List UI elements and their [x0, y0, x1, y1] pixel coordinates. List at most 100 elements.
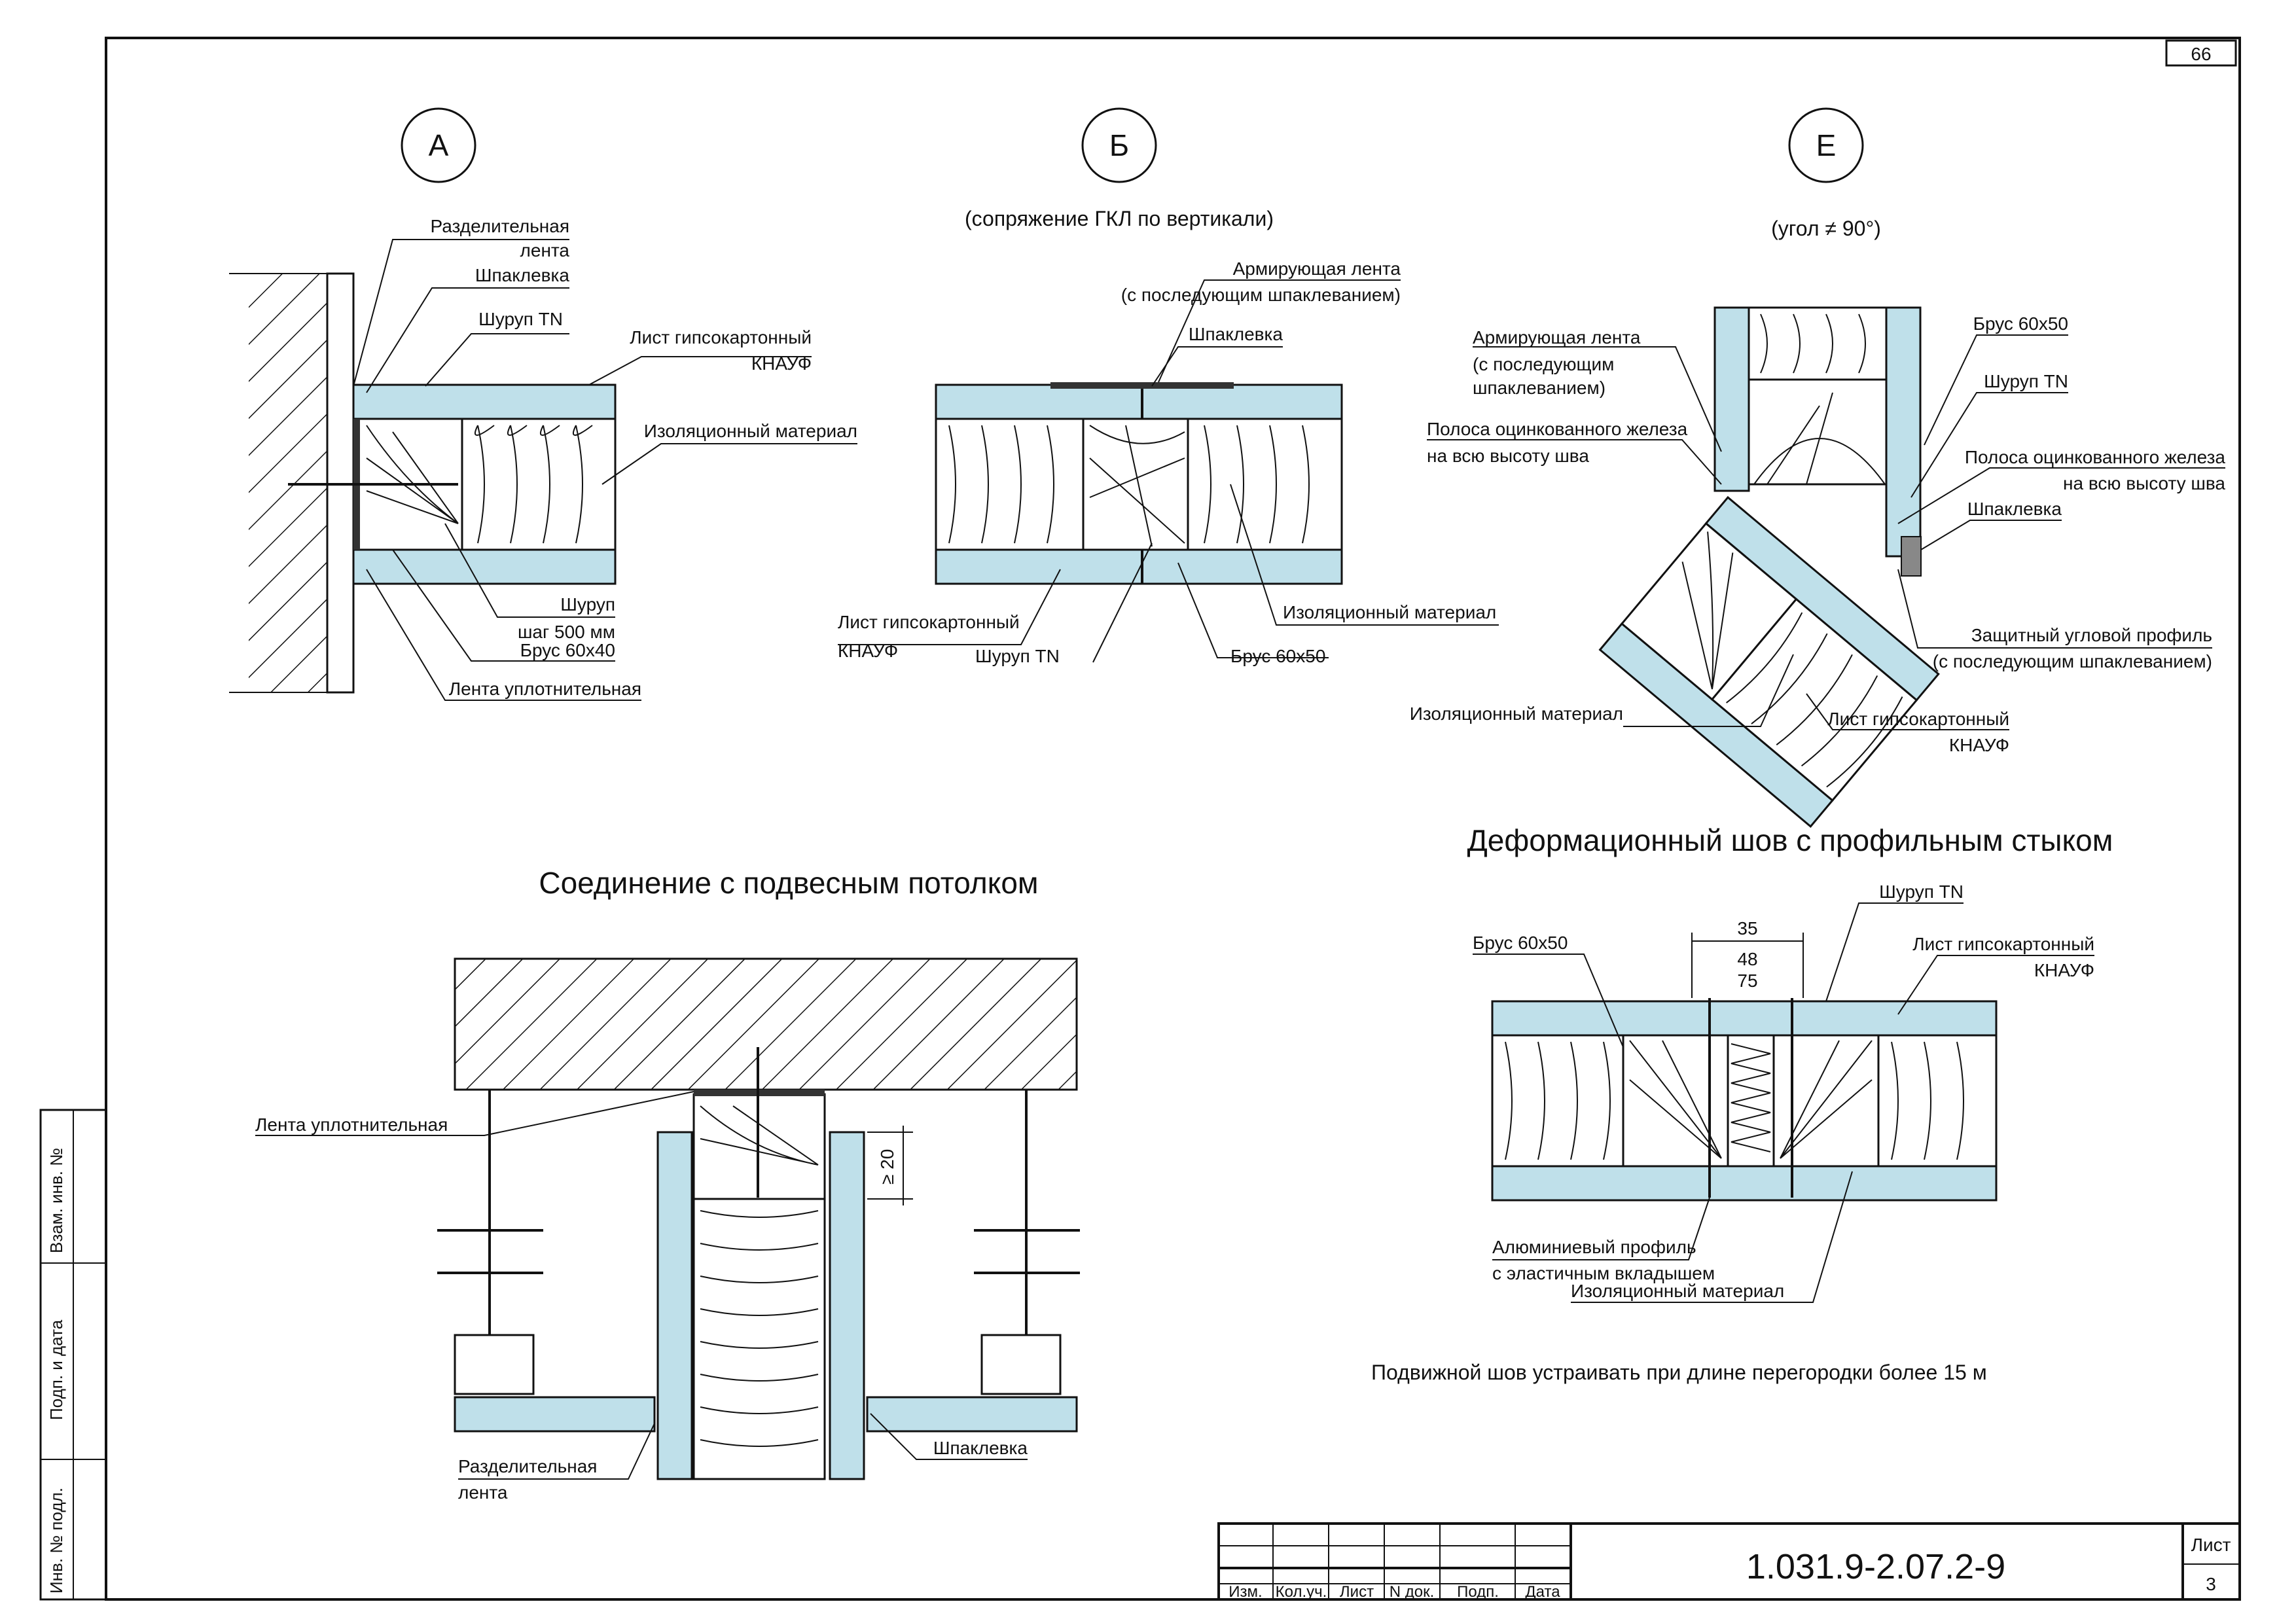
detail-b: Б (сопряжение ГКЛ по вертикали) Армирующ…	[838, 107, 1499, 666]
gkl-bottom	[352, 548, 617, 585]
exp-label-gkl-1: Лист гипсокартонный	[1912, 934, 2094, 954]
b-label-reinforcing-tape-2: (с последующим шпаклеванием)	[1121, 285, 1401, 305]
e-label-insulation: Изоляционный материал	[1410, 704, 1623, 724]
insulation-b-left	[935, 418, 1085, 551]
a-label-seal-tape: Лента уплотнительная	[449, 679, 641, 699]
partition-gkl-left	[656, 1131, 693, 1480]
a-label-gkl-1: Лист гипсокартонный	[630, 327, 812, 348]
ceiling-label-separating-tape-1: Разделительная	[458, 1456, 597, 1476]
a-label-putty: Шпаклевка	[475, 265, 570, 285]
top-sheet-box	[2165, 39, 2237, 67]
tb-col-change: Изм.	[1229, 1583, 1262, 1601]
detail-a-letter: А	[429, 128, 449, 162]
b-label-gkl-2: КНАУФ	[838, 641, 898, 661]
e-label-putty: Шпаклевка	[1967, 499, 2062, 519]
detail-expansion: Деформационный шов с профильным стыком 3…	[1371, 823, 2113, 1384]
gkl-top-b	[935, 383, 1343, 420]
b-label-beam: Брус 60х50	[1230, 646, 1325, 666]
exp-dimension-75: 75	[1737, 971, 1757, 991]
exp-label-insulation: Изоляционный материал	[1571, 1281, 1784, 1301]
detail-e-subtitle: (угол ≠ 90°)	[1771, 217, 1881, 240]
ceiling-label-separating-tape-2: лента	[458, 1482, 508, 1503]
e-label-beam: Брус 60х50	[1973, 313, 2068, 334]
exp-label-gkl-2: КНАУФ	[2034, 960, 2094, 980]
e-label-reinforcing-tape-2: (с последующим	[1473, 354, 1614, 374]
title-block: Изм. Кол.уч. Лист N док. Подп. Дата 1.03…	[1217, 1522, 2241, 1601]
insulation-b-right	[1187, 418, 1343, 551]
e-label-screw-tn: Шуруп TN	[1984, 371, 2068, 391]
exp-dimension-48: 48	[1737, 949, 1757, 969]
detail-e-letter: Е	[1816, 128, 1837, 162]
side-stamp: Взам. инв. № Подп. и дата Инв. № подл.	[39, 1109, 107, 1601]
e-label-reinforcing-tape-3: шпаклеванием)	[1473, 378, 1605, 398]
partition-gkl-right	[829, 1131, 865, 1480]
a-label-screw-1: Шуруп	[560, 594, 615, 615]
tb-col-sign: Подп.	[1457, 1583, 1499, 1601]
e-label-steel-strip-left-1: Полоса оцинкованного железа	[1427, 419, 1688, 439]
e-label-gkl-2: КНАУФ	[1949, 735, 2009, 755]
expansion-title: Деформационный шов с профильным стыком	[1467, 823, 2113, 857]
ceiling-label-putty: Шпаклевка	[933, 1438, 1028, 1458]
b-label-gkl-1: Лист гипсокартонный	[838, 612, 1020, 632]
partition-insulation	[692, 1198, 826, 1480]
b-label-screw-tn: Шуруп TN	[975, 646, 1060, 666]
tb-sheet-value: 3	[2206, 1574, 2216, 1594]
tb-col-count: Кол.уч.	[1276, 1583, 1327, 1601]
tb-doc-code: 1.031.9-2.07.2-9	[1746, 1547, 2005, 1586]
exp-label-profile-1: Алюминиевый профиль	[1492, 1237, 1696, 1257]
detail-ceiling: Соединение с подвесным потолком ≥ 20	[255, 866, 1080, 1503]
e-corner-profile	[1901, 536, 1922, 577]
ceiling-profile-right	[980, 1334, 1062, 1395]
ceiling-gkl-left	[454, 1396, 656, 1433]
a-label-separating-tape-2: лента	[520, 240, 570, 260]
e-label-reinforcing-tape-1: Армирующая лента	[1473, 327, 1641, 348]
ceiling-slab	[454, 957, 1078, 1091]
exp-label-screw-tn: Шуруп TN	[1879, 882, 1964, 902]
a-label-screw-tn: Шуруп TN	[478, 309, 563, 329]
ceiling-profile-left	[454, 1334, 535, 1395]
ceiling-label-seal-tape: Лента уплотнительная	[255, 1115, 448, 1135]
reinforcing-tape-b	[1050, 382, 1234, 389]
detail-a-marker	[401, 107, 476, 183]
ceiling-gkl-right	[866, 1396, 1078, 1433]
exp-label-profile-2: с эластичным вкладышем	[1492, 1263, 1715, 1283]
a-label-screw-2: шаг 500 мм	[518, 622, 615, 642]
exp-label-beam: Брус 60х50	[1473, 933, 1568, 953]
e-gkl-right-vert	[1885, 306, 1922, 558]
e-gkl-left-vert	[1713, 306, 1750, 492]
detail-b-marker	[1081, 107, 1157, 183]
tb-col-doc: N док.	[1390, 1583, 1435, 1601]
insulation-a	[461, 418, 617, 551]
tb-sheet-label: Лист	[2191, 1535, 2231, 1555]
e-label-corner-profile-1: Защитный угловой профиль	[1971, 625, 2212, 645]
e-beam-top	[1748, 378, 1888, 486]
a-label-insulation: Изоляционный материал	[644, 421, 857, 441]
gkl-bottom-b	[935, 548, 1343, 585]
ceiling-title: Соединение с подвесным потолком	[539, 866, 1038, 900]
gkl-top	[352, 383, 617, 420]
exp-gkl-bottom	[1491, 1165, 1998, 1202]
e-label-steel-strip-right-1: Полоса оцинкованного железа	[1965, 447, 2226, 467]
side-stamp-replace: Взам. инв. №	[46, 1148, 66, 1253]
b-label-putty: Шпаклевка	[1189, 324, 1283, 344]
a-label-gkl-2: КНАУФ	[751, 353, 812, 374]
e-label-corner-profile-2: (с последующим шпаклеванием)	[1933, 651, 2212, 671]
exp-elastic-insert	[1727, 1034, 1775, 1168]
e-label-gkl-1: Лист гипсокартонный	[1827, 709, 2009, 729]
side-stamp-original: Инв. № подл.	[46, 1488, 66, 1594]
top-sheet-number: 66	[2191, 44, 2211, 64]
exp-note: Подвижной шов устраивать при длине перег…	[1371, 1361, 1987, 1384]
b-label-insulation: Изоляционный материал	[1283, 602, 1496, 622]
e-label-steel-strip-right-2: на всю высоту шва	[2063, 473, 2225, 493]
a-label-separating-tape-1: Разделительная	[431, 216, 569, 236]
e-label-steel-strip-left-2: на всю высоту шва	[1427, 446, 1589, 466]
b-label-reinforcing-tape-1: Армирующая лента	[1233, 259, 1401, 279]
exp-insulation-right	[1877, 1034, 1998, 1168]
detail-e-marker	[1788, 107, 1864, 183]
detail-b-subtitle: (сопряжение ГКЛ по вертикали)	[965, 207, 1274, 230]
detail-e: Е (угол ≠ 90°) Армирующая лента (с после…	[1410, 107, 2226, 828]
detail-a: А Разделительная лента Шпаклевка Шуруп T…	[229, 107, 857, 701]
side-stamp-sign-date: Подп. и дата	[46, 1319, 66, 1420]
a-label-beam: Брус 60х40	[520, 640, 615, 660]
